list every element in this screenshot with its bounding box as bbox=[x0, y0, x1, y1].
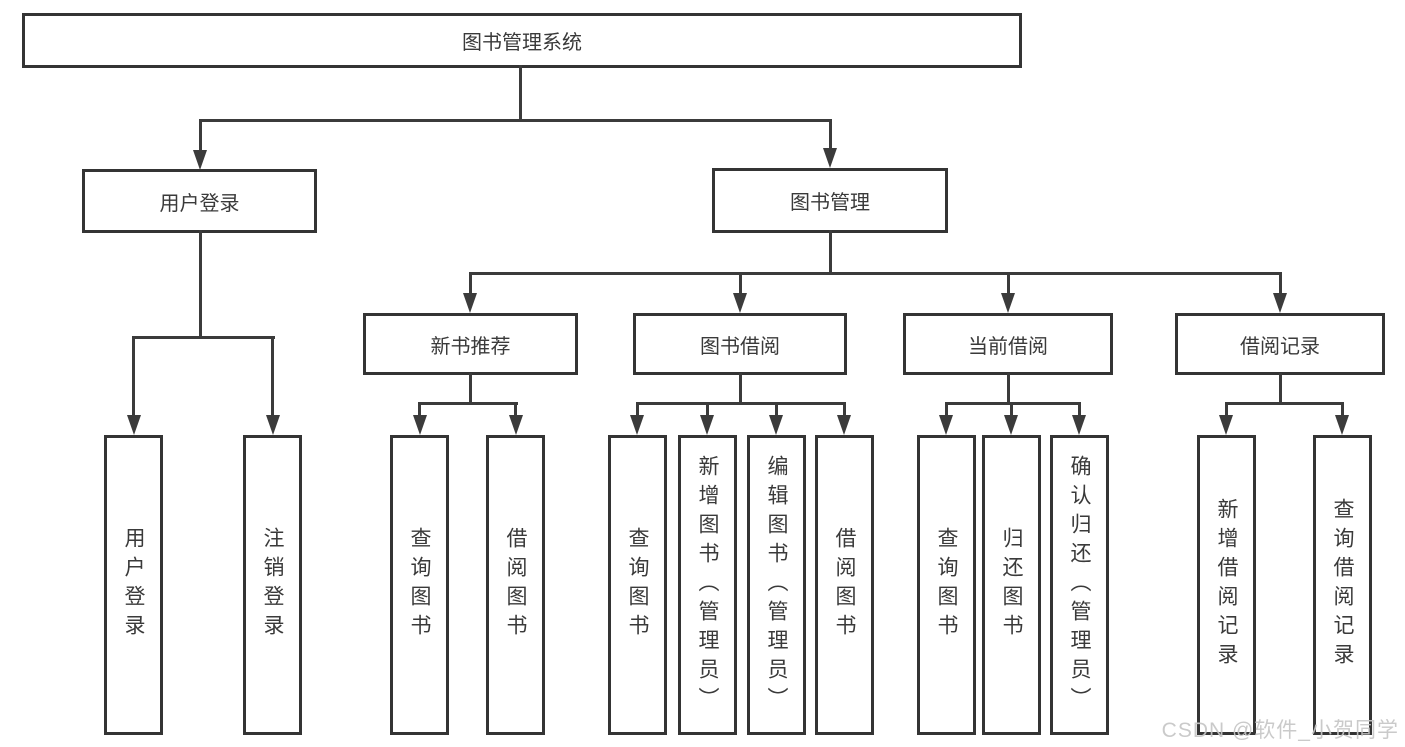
node-root-system: 图书管理系统 bbox=[22, 13, 1022, 68]
connector-line bbox=[271, 336, 274, 420]
leaf-user-login: 用户登录 bbox=[104, 435, 163, 735]
leaf-label: 新增图书（管理员） bbox=[696, 454, 719, 716]
connector-line bbox=[775, 402, 778, 420]
leaf-query-books-under-recommend: 查询图书 bbox=[390, 435, 449, 735]
arrowhead-icon bbox=[630, 415, 644, 435]
arrowhead-icon bbox=[193, 150, 207, 170]
connector-line bbox=[636, 402, 846, 405]
leaf-label: 用户登录 bbox=[122, 527, 145, 643]
node-label: 用户登录 bbox=[159, 192, 240, 215]
connector-line bbox=[519, 65, 522, 122]
node-user-login: 用户登录 bbox=[82, 169, 317, 233]
connector-line bbox=[739, 373, 742, 405]
node-current-borrow: 当前借阅 bbox=[903, 313, 1113, 375]
connector-line bbox=[945, 402, 1081, 405]
leaf-label: 归还图书 bbox=[1000, 527, 1023, 643]
connector-line bbox=[1007, 373, 1010, 405]
leaf-query-books-under-borrow: 查询图书 bbox=[608, 435, 667, 735]
connector-line bbox=[1078, 402, 1081, 420]
connector-line bbox=[829, 230, 832, 275]
connector-line bbox=[199, 119, 832, 122]
leaf-confirm-return-admin: 确认归还（管理员） bbox=[1050, 435, 1109, 735]
connector-line bbox=[418, 402, 518, 405]
connector-line bbox=[829, 119, 832, 153]
node-label: 图书借阅 bbox=[700, 335, 780, 358]
leaf-label: 新增借阅记录 bbox=[1215, 498, 1238, 672]
node-label: 新书推荐 bbox=[430, 335, 511, 358]
arrowhead-icon bbox=[1219, 415, 1233, 435]
csdn-watermark: CSDN @软件_小贺同学 bbox=[1161, 719, 1399, 742]
connector-line bbox=[132, 336, 135, 420]
leaf-add-borrow-record: 新增借阅记录 bbox=[1197, 435, 1256, 735]
node-book-borrow: 图书借阅 bbox=[633, 313, 847, 375]
leaf-label: 查询图书 bbox=[626, 527, 649, 643]
leaf-add-books-admin: 新增图书（管理员） bbox=[678, 435, 737, 735]
arrowhead-icon bbox=[1273, 293, 1287, 313]
node-label: 图书管理 bbox=[790, 192, 870, 214]
leaf-borrow-books-under-recommend: 借阅图书 bbox=[486, 435, 545, 735]
node-new-book-recommend: 新书推荐 bbox=[363, 313, 578, 375]
connector-line bbox=[1007, 272, 1010, 298]
node-label: 当前借阅 bbox=[968, 335, 1048, 358]
node-borrow-records: 借阅记录 bbox=[1175, 313, 1385, 375]
connector-line bbox=[469, 272, 472, 298]
connector-line bbox=[706, 402, 709, 420]
leaf-label: 查询图书 bbox=[935, 527, 958, 643]
connector-line bbox=[1279, 373, 1282, 405]
arrowhead-icon bbox=[700, 415, 714, 435]
leaf-query-borrow-record: 查询借阅记录 bbox=[1313, 435, 1372, 735]
arrowhead-icon bbox=[127, 415, 141, 435]
leaf-edit-books-admin: 编辑图书（管理员） bbox=[747, 435, 806, 735]
node-label: 图书管理系统 bbox=[462, 32, 582, 54]
arrowhead-icon bbox=[939, 415, 953, 435]
arrowhead-icon bbox=[823, 148, 837, 168]
connector-line bbox=[418, 402, 421, 420]
leaf-label: 注销登录 bbox=[261, 527, 284, 643]
connector-line bbox=[739, 272, 742, 298]
leaf-borrow-books-under-borrow: 借阅图书 bbox=[815, 435, 874, 735]
leaf-logout: 注销登录 bbox=[243, 435, 302, 735]
connector-line bbox=[132, 336, 275, 339]
arrowhead-icon bbox=[733, 293, 747, 313]
connector-line bbox=[945, 402, 948, 420]
connector-line bbox=[843, 402, 846, 420]
leaf-query-books-under-current: 查询图书 bbox=[917, 435, 976, 735]
node-label: 借阅记录 bbox=[1240, 335, 1320, 358]
leaf-label: 查询图书 bbox=[408, 527, 431, 643]
arrowhead-icon bbox=[1004, 415, 1018, 435]
connector-line bbox=[199, 119, 202, 155]
connector-line bbox=[514, 402, 517, 420]
connector-line bbox=[1341, 402, 1344, 420]
connector-line bbox=[199, 230, 202, 339]
connector-line bbox=[636, 402, 639, 420]
leaf-label: 确认归还（管理员） bbox=[1068, 454, 1091, 716]
leaf-label: 借阅图书 bbox=[833, 527, 856, 643]
arrowhead-icon bbox=[837, 415, 851, 435]
connector-line bbox=[1279, 272, 1282, 298]
arrowhead-icon bbox=[413, 415, 427, 435]
arrowhead-icon bbox=[1072, 415, 1086, 435]
leaf-label: 借阅图书 bbox=[504, 527, 527, 643]
leaf-return-books: 归还图书 bbox=[982, 435, 1041, 735]
arrowhead-icon bbox=[769, 415, 783, 435]
connector-line bbox=[1010, 402, 1013, 420]
connector-line bbox=[1225, 402, 1344, 405]
arrowhead-icon bbox=[463, 293, 477, 313]
leaf-label: 编辑图书（管理员） bbox=[765, 454, 788, 716]
arrowhead-icon bbox=[1001, 293, 1015, 313]
arrowhead-icon bbox=[266, 415, 280, 435]
arrowhead-icon bbox=[509, 415, 523, 435]
leaf-label: 查询借阅记录 bbox=[1331, 498, 1354, 672]
arrowhead-icon bbox=[1335, 415, 1349, 435]
node-book-management: 图书管理 bbox=[712, 168, 948, 233]
connector-line bbox=[469, 373, 472, 405]
connector-line bbox=[1225, 402, 1228, 420]
connector-line bbox=[469, 272, 1282, 275]
